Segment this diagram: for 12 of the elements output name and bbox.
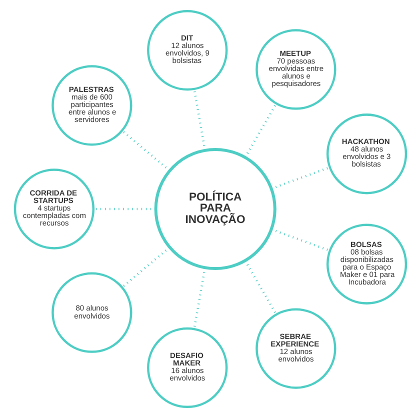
node-circle: DESAFIO MAKER 16 alunos envolvidos (146, 327, 228, 408)
connector (120, 130, 170, 172)
node-circle: HACKATHON 48 alunos envolvidos e 3 bolsistas (326, 114, 407, 194)
node-circle: SEBRAE EXPERIENCE 12 alunos envolvidos (255, 308, 336, 389)
node-circle: BOLSAS 08 bolsas disponibilizadas para o Espaço Maker e 01 para Incubadora (326, 224, 407, 304)
node-circle: PALESTRAS mais de 600 participantes entre alunos e servidores (51, 65, 132, 146)
connector (120, 246, 170, 288)
node-circle: POLÍTICA PARA INOVAÇÃO (154, 148, 276, 270)
node-circle: 80 alunos envolvidos (51, 272, 132, 353)
node-circle: DIT 12 alunos envolvidos, 9 bolsistas (146, 10, 228, 91)
node-circle: CORRIDA DE STARTUPS 4 startups contempladas com recursos (13, 168, 94, 250)
node-circle: MEETUP 70 pessoas envolvidas entre alunos e pesquisadores (255, 29, 336, 110)
